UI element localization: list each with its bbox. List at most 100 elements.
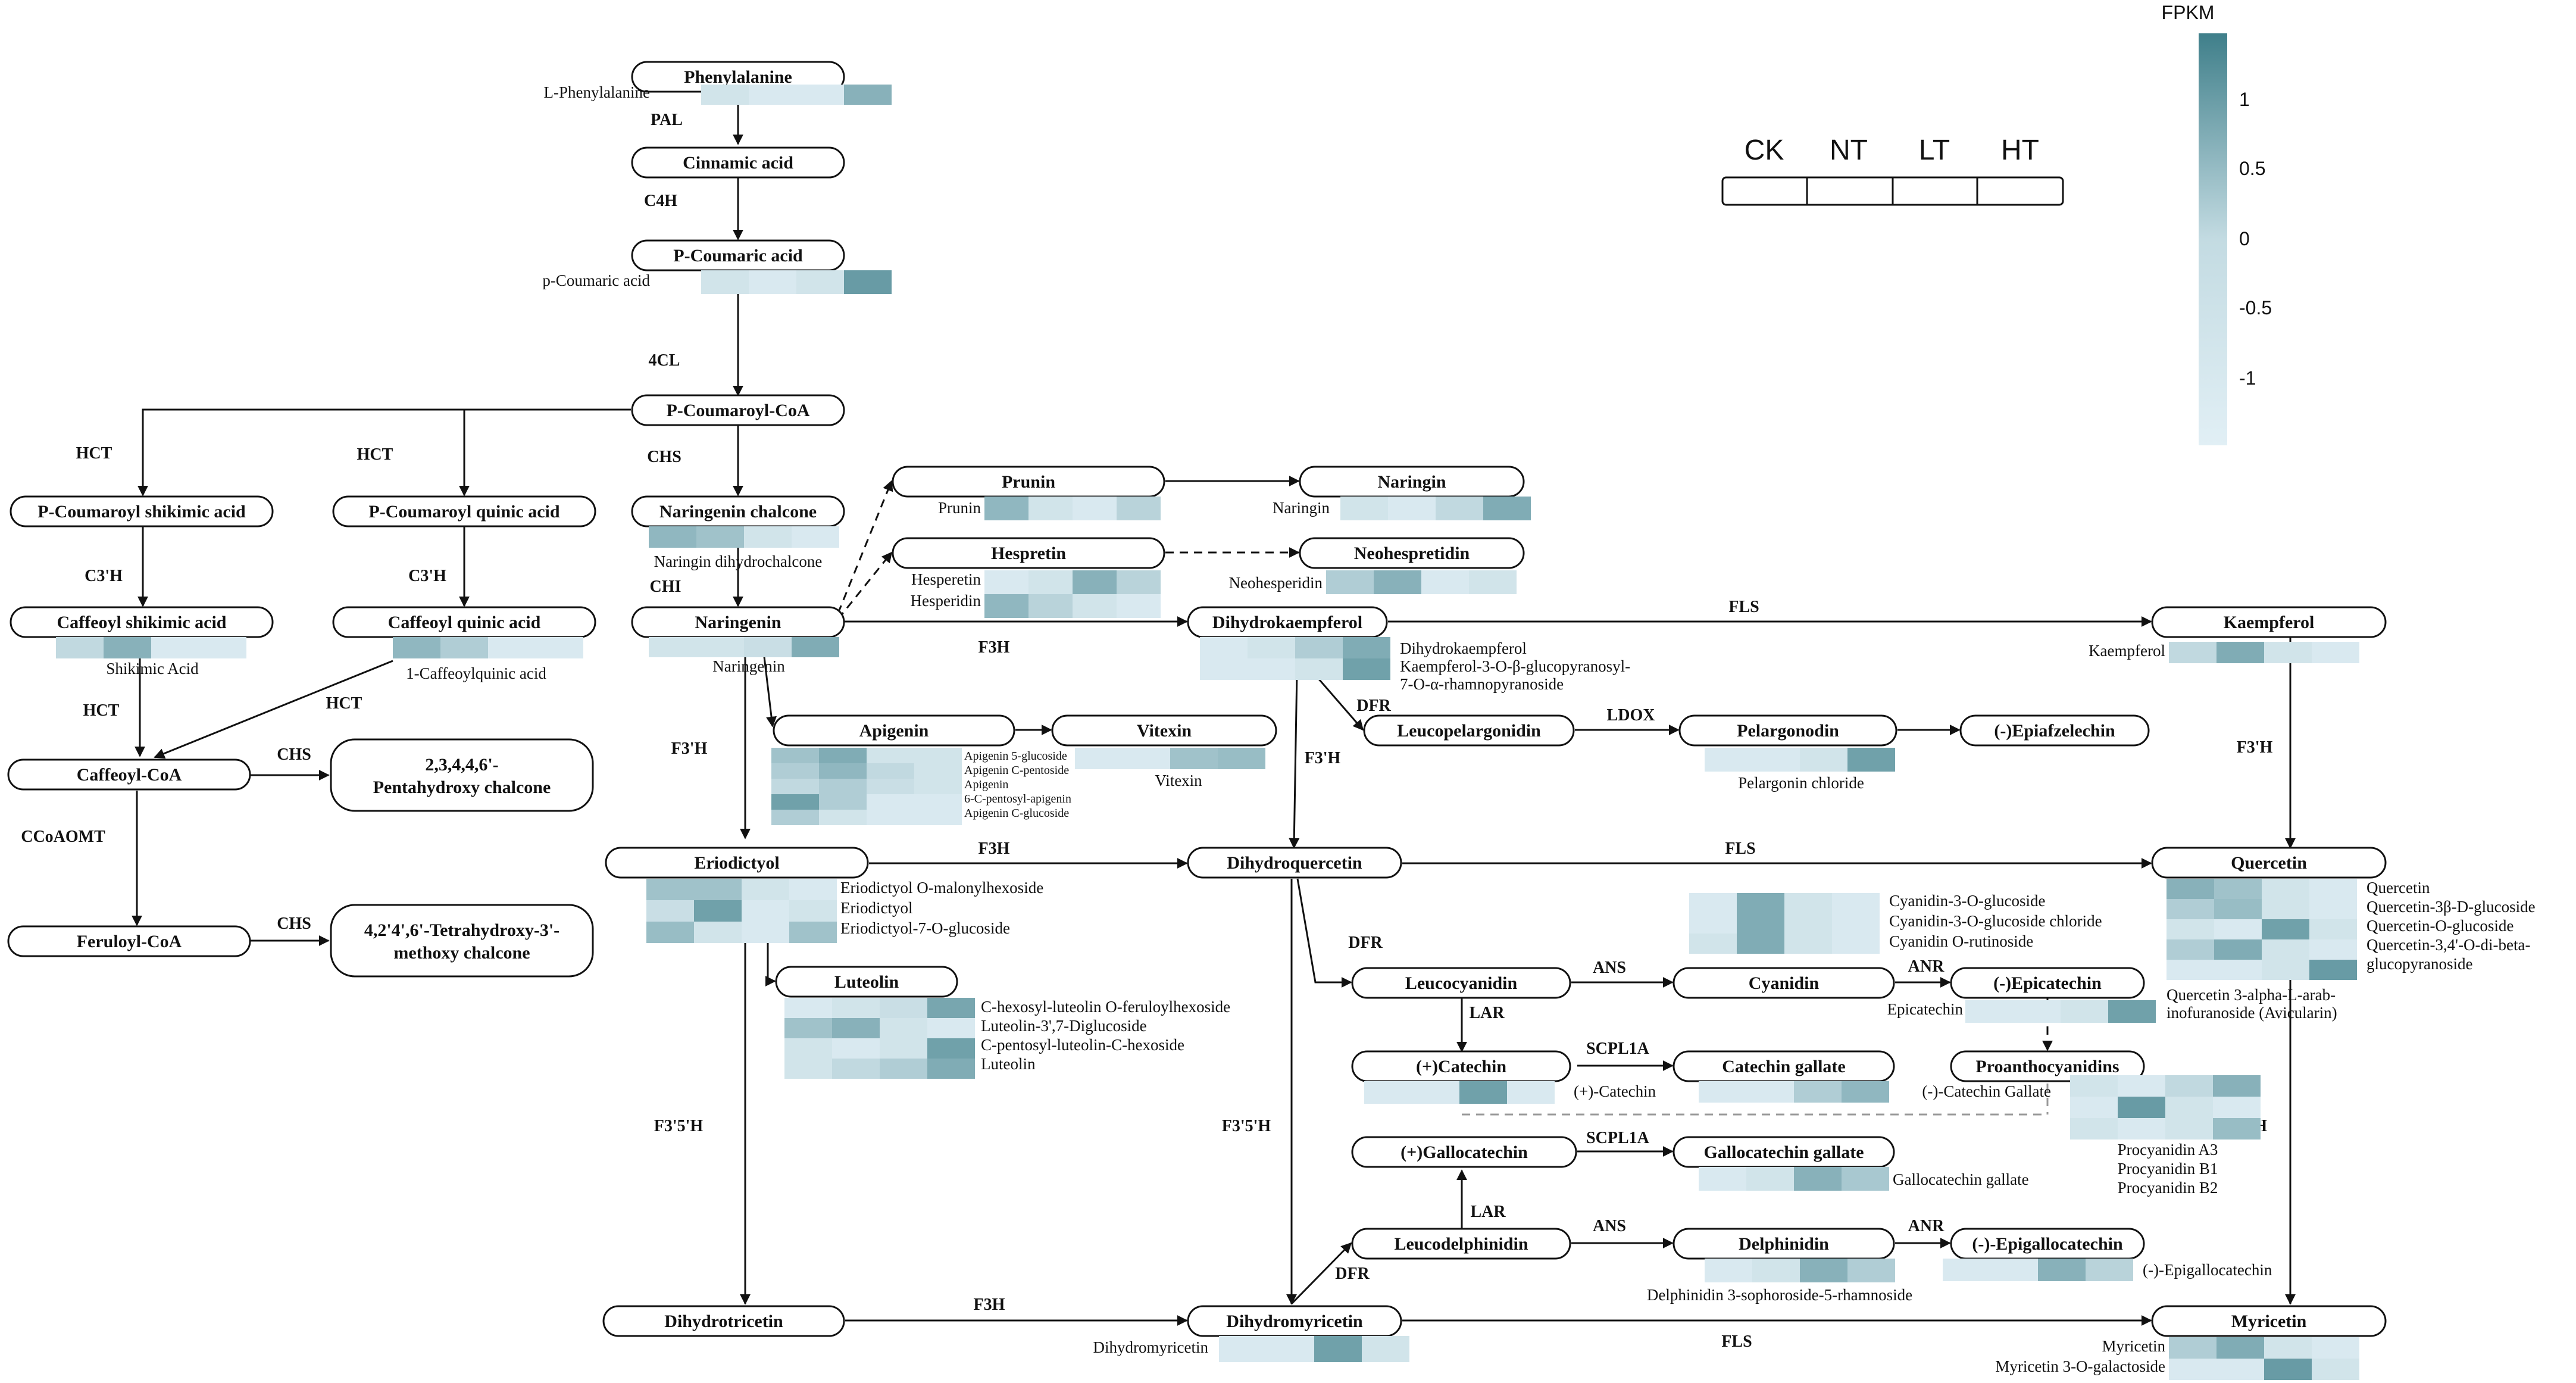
heatmap-hm-delph: Delphinidin 3-sophoroside-5-rhamnoside <box>1647 1259 1912 1304</box>
heatmap-cell <box>2038 1259 2086 1281</box>
node-label: (-)Epicatechin <box>1993 973 2102 993</box>
heatmap-cell <box>771 810 819 825</box>
node-gallocatechingallate: Gallocatechin gallate <box>1672 1136 1895 1168</box>
node-box <box>773 714 1015 747</box>
heatmap-cell <box>819 748 867 763</box>
heatmap-row-label: Cyanidin-3-O-glucoside chloride <box>1889 912 2102 930</box>
heatmap-row-label: Dihydrokaempferol <box>1400 639 1527 657</box>
enzyme-hct1: HCT <box>76 444 112 463</box>
node-pcshikimic: P-Coumaroyl shikimic acid <box>10 495 274 527</box>
node-label: Leucocyanidin <box>1405 973 1518 993</box>
node-luteolin: Luteolin <box>775 966 958 998</box>
heatmap-cell <box>744 526 792 548</box>
node-label: Caffeoyl shikimic acid <box>57 613 227 632</box>
heatmap-hm-quer-extra: Quercetin 3-alpha-L-arab-inofuranoside (… <box>2167 986 2337 1022</box>
heatmap-row-label: Procyanidin B2 <box>2118 1179 2218 1197</box>
heatmap-row-label: Apigenin C-glucoside <box>964 807 1069 820</box>
heatmap-cell <box>199 637 246 658</box>
node-label: Dihydrokaempferol <box>1212 613 1362 632</box>
node-box <box>332 495 596 527</box>
heatmap-cell <box>819 763 867 779</box>
heatmap-cell <box>1689 913 1737 934</box>
node-box <box>330 904 594 978</box>
node-cyanidin: Cyanidin <box>1672 967 1895 999</box>
enzyme-f3h1: F3H <box>978 638 1010 657</box>
node-label-line2: Pentahydroxy chalcone <box>373 778 551 797</box>
heatmap-row-label: C-hexosyl-luteolin O-feruloylhexoside <box>981 998 1230 1016</box>
enzyme-scplia2: SCPL1A <box>1586 1129 1650 1147</box>
node-box <box>1299 537 1525 569</box>
heatmap-row-label: Luteolin-3',7-Diglucoside <box>981 1017 1147 1035</box>
node-pcoumaroylcoa: P-Coumaroyl-CoA <box>631 394 845 426</box>
heatmap-row-label: C-pentosyl-luteolin-C-hexoside <box>981 1036 1184 1054</box>
heatmap-cell <box>2167 879 2214 899</box>
heatmap-row-label: Myricetin 3-O-galactoside <box>1995 1357 2165 1375</box>
heatmap-cell <box>1362 1336 1409 1362</box>
heatmap-cell <box>1737 913 1784 934</box>
heatmap-cell <box>2309 919 2357 939</box>
heatmap-hm-ncha: Naringin dihydrochalcone <box>649 526 839 570</box>
node-box <box>1959 714 2150 747</box>
heatmap-cell <box>2169 642 2217 663</box>
heatmap-hm-shik: Shikimic Acid <box>56 637 246 678</box>
heatmap-cell <box>649 526 696 548</box>
heatmap-cell <box>2118 1097 2165 1118</box>
enzyme-anr2: ANR <box>1908 1217 1944 1235</box>
legend-group-lt: LT <box>1919 135 1950 166</box>
node-leucocyanidin: Leucocyanidin <box>1351 967 1571 999</box>
heatmap-cell <box>701 270 749 294</box>
node-label: Pelargonodin <box>1737 721 1839 741</box>
heatmap-cell <box>784 1059 832 1079</box>
fpkm-color-scale: FPKM 1 0.5 0 -0.5 -1 <box>2162 2 2272 445</box>
heatmap-cell <box>646 922 694 943</box>
heatmap-row-label: Prunin <box>938 499 981 517</box>
heatmap-cell <box>2061 1000 2108 1023</box>
scale-title: FPKM <box>2162 2 2215 23</box>
heatmap-cell <box>984 570 1028 594</box>
heatmap-row-label: Apigenin C-pentoside <box>964 764 1069 777</box>
node-box <box>1950 1050 2145 1082</box>
enzyme-ldox: LDOX <box>1607 706 1655 725</box>
legend-group-ck: CK <box>1745 135 1784 166</box>
node-dihydromyricetin: Dihydromyricetin <box>1187 1305 1402 1337</box>
heatmap-cell <box>1689 934 1737 954</box>
node-quercetin: Quercetin <box>2151 847 2387 879</box>
heatmap-cell <box>2165 1097 2213 1118</box>
heatmap-hm-lut: C-hexosyl-luteolin O-feruloylhexosideLut… <box>784 998 1230 1079</box>
node-label: 4,2'4',6'-Tetrahydroxy-3'- <box>364 920 559 940</box>
heatmap-row-label: Hesperetin <box>911 570 981 588</box>
heatmap-cell <box>1340 497 1388 520</box>
node-catechingallate: Catechin gallate <box>1672 1050 1895 1082</box>
enzyme-hct4: HCT <box>326 694 362 713</box>
node-label: Leucodelphinidin <box>1394 1234 1528 1254</box>
enzyme-pal: PAL <box>651 111 683 129</box>
enzyme-fls1: FLS <box>1728 598 1759 616</box>
heatmap-cell <box>792 637 839 657</box>
heatmap-row-label: Kaempferol <box>2089 642 2165 660</box>
node-label: Myricetin <box>2231 1312 2307 1331</box>
heatmap-cell <box>2086 1259 2133 1281</box>
node-naringenin: Naringenin <box>631 606 845 638</box>
heatmap-row-label: 6-C-pentosyl-apigenin <box>964 792 1071 806</box>
heatmap-cell <box>1388 497 1436 520</box>
heatmap-cell <box>844 85 892 105</box>
heatmap-cell <box>2108 1000 2156 1023</box>
heatmap-hm-kaem: Kaempferol <box>2089 642 2359 663</box>
node-label: Dihydroquercetin <box>1227 853 1362 873</box>
heatmap-cell <box>2213 1118 2261 1140</box>
heatmap-row-label: Apigenin <box>964 778 1008 791</box>
node-caffquinic: Caffeoyl quinic acid <box>332 606 596 638</box>
node-box <box>1051 714 1277 747</box>
heatmap-row-label: Hesperidin <box>911 592 981 610</box>
node-label: Leucopelargonidin <box>1397 721 1541 741</box>
node-label: Naringenin <box>695 613 781 632</box>
heatmap-cell <box>2118 1118 2165 1140</box>
group-legend: CK NT LT HT <box>1721 135 2064 206</box>
node-vitexin: Vitexin <box>1051 714 1277 747</box>
heatmap-cell <box>1784 934 1832 954</box>
heatmap-cell <box>536 637 583 658</box>
